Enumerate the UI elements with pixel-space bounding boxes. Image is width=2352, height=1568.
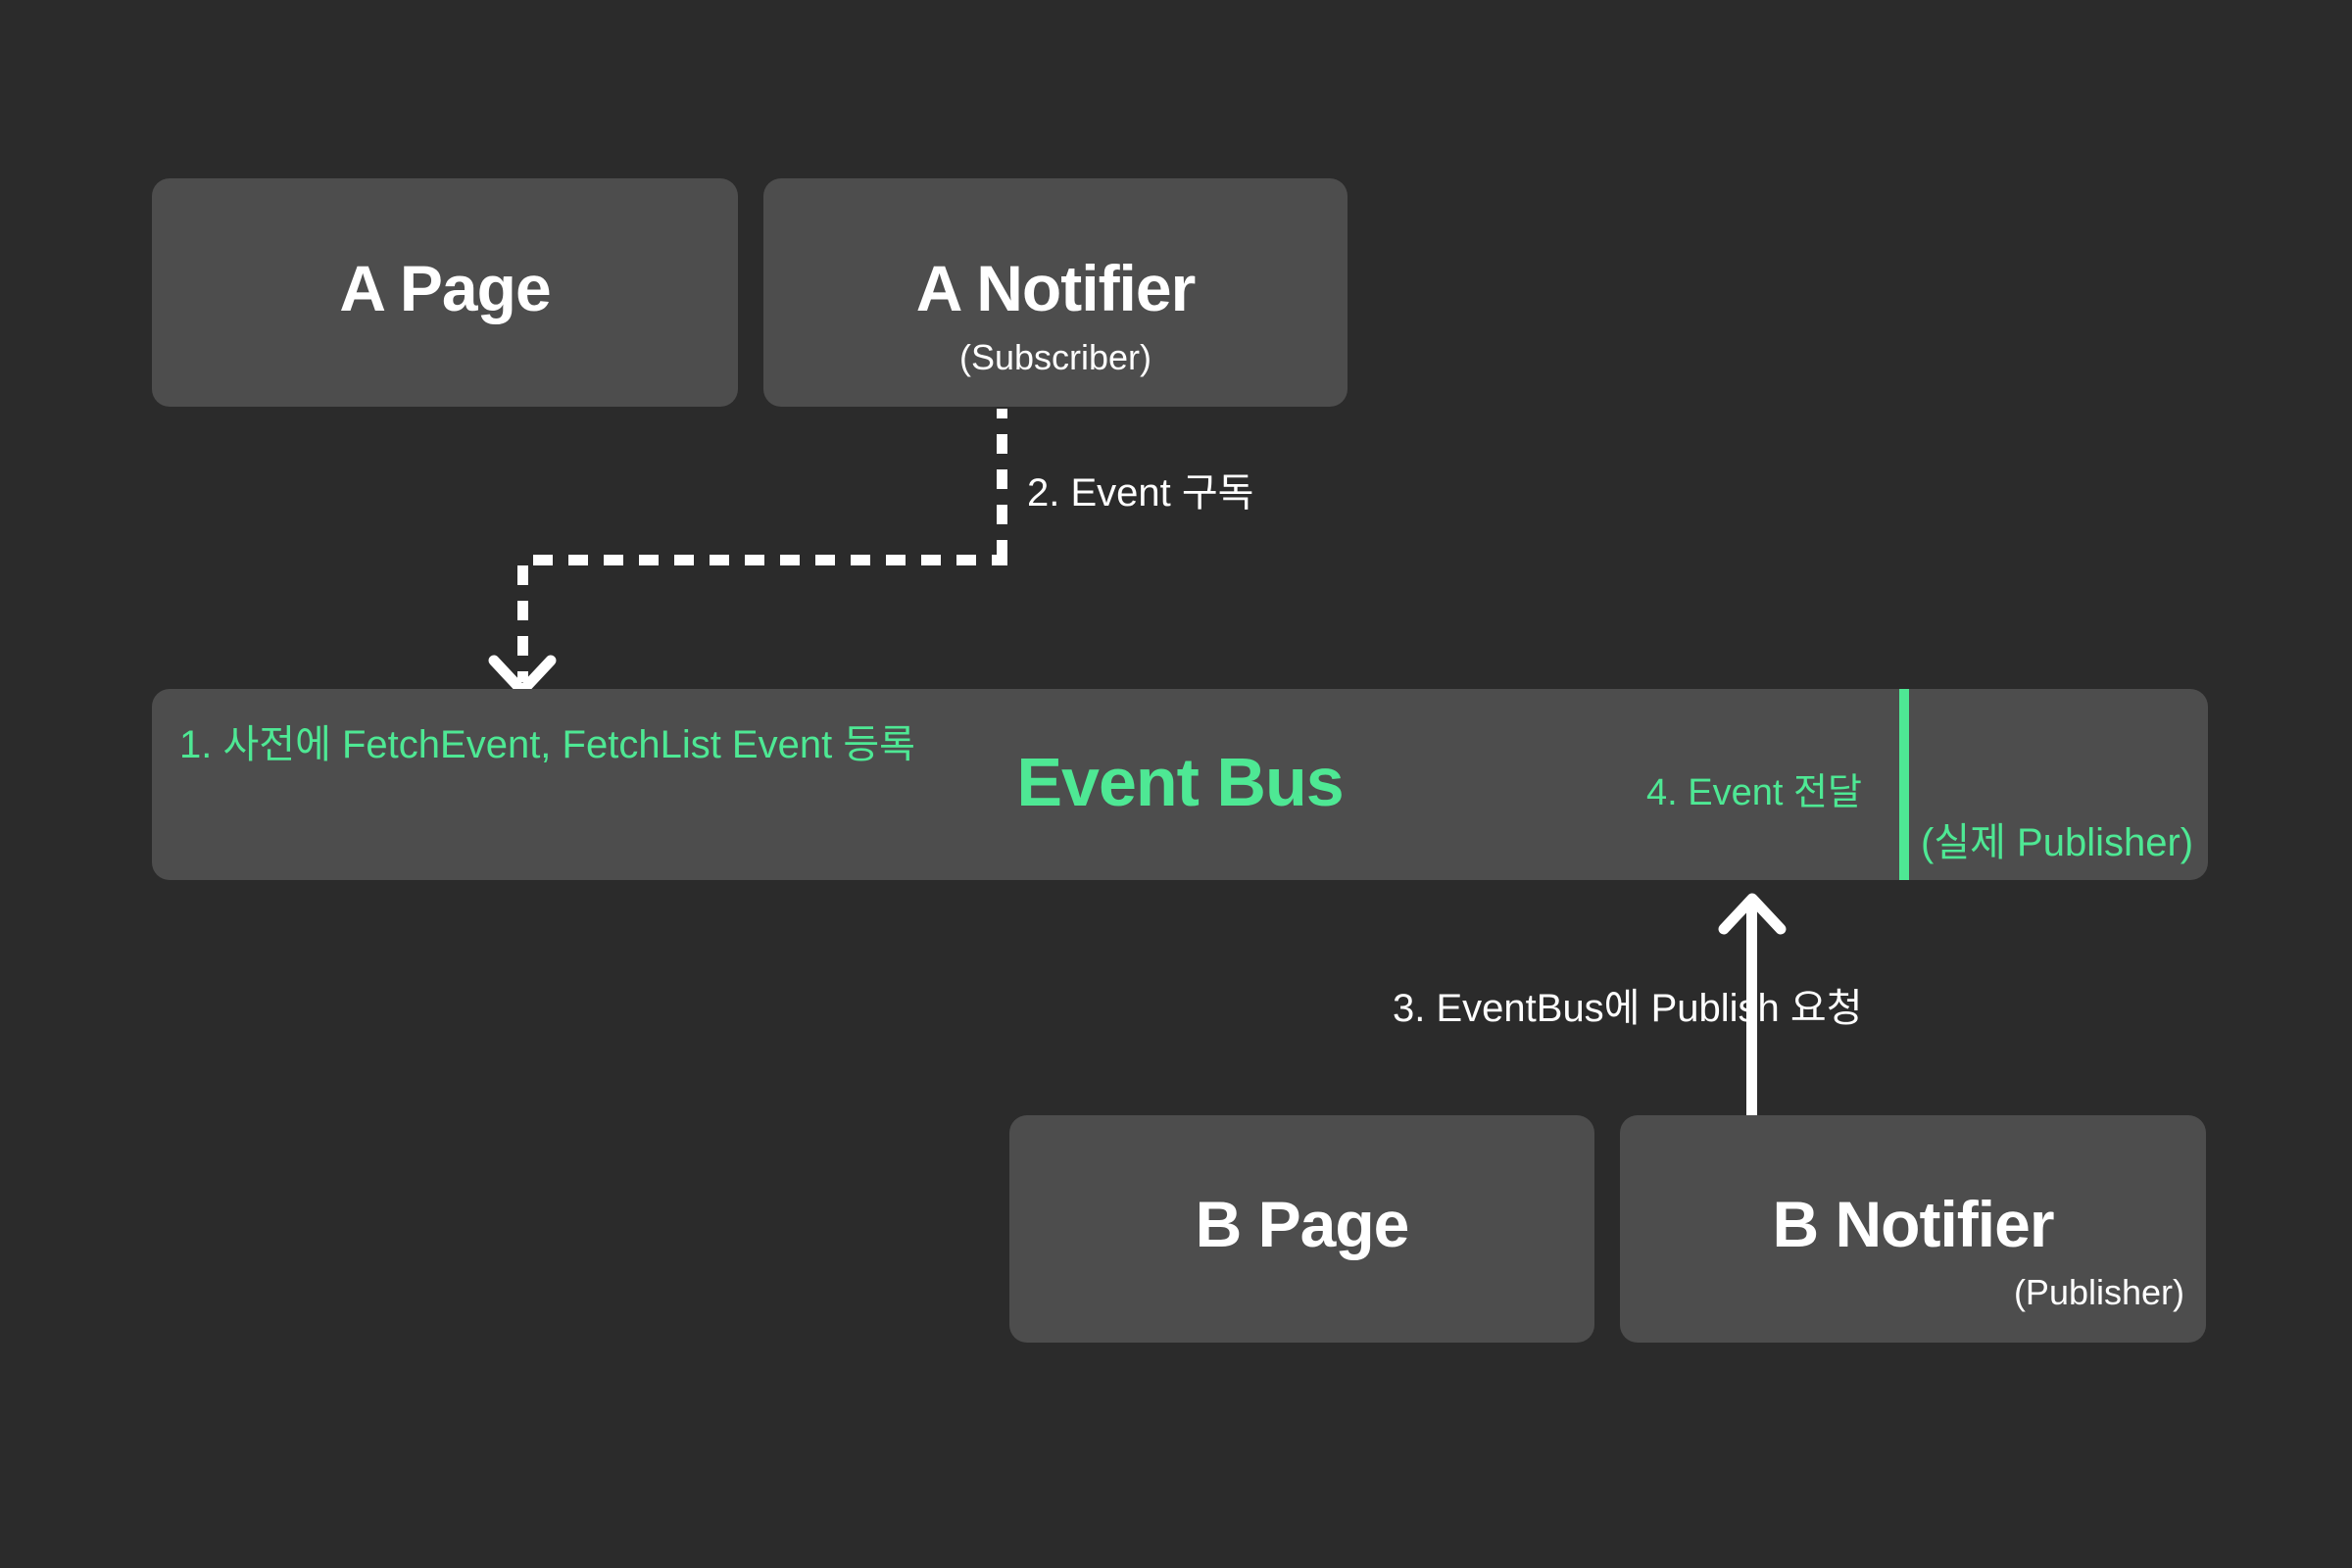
event-bus-title: Event Bus [1016,744,1344,820]
node-a-page[interactable]: A Page [152,178,738,407]
node-b-page-title: B Page [1195,1188,1410,1260]
subscribe-edge-segment-horizontal [517,555,1007,565]
publish-edge-label: 3. EventBus에 Publish 요청 [1393,987,1863,1030]
subscribe-edge-label: 2. Event 구독 [1027,471,1254,514]
node-event-bus[interactable]: 1. 사전에 FetchEvent, FetchList Event 등록 Ev… [152,689,2208,880]
publish-edge-line [1746,899,1757,1116]
node-a-notifier[interactable]: A Notifier (Subscriber) [763,178,1348,407]
node-b-notifier-title: B Notifier [1772,1188,2055,1260]
subscribe-edge-segment-vertical-bottom [517,555,528,682]
node-a-notifier-title: A Notifier [915,252,1197,324]
node-b-page[interactable]: B Page [1009,1115,1594,1343]
arrow-up-icon [1716,880,1788,953]
node-b-notifier-subtitle: (Publisher) [2013,1272,2184,1312]
node-a-notifier-subtitle: (Subscriber) [958,337,1152,377]
node-b-notifier[interactable]: B Notifier (Publisher) [1620,1115,2206,1343]
event-bus-deliver-note: 4. Event 전달 [1646,772,1862,813]
event-bus-register-note: 1. 사전에 FetchEvent, FetchList Event 등록 [179,723,915,766]
event-bus-publisher-divider [1899,689,1909,880]
node-a-page-title: A Page [339,252,551,324]
subscribe-edge-segment-vertical-top [997,409,1007,565]
event-bus-publisher-note: (실제 Publisher) [1921,821,2194,864]
